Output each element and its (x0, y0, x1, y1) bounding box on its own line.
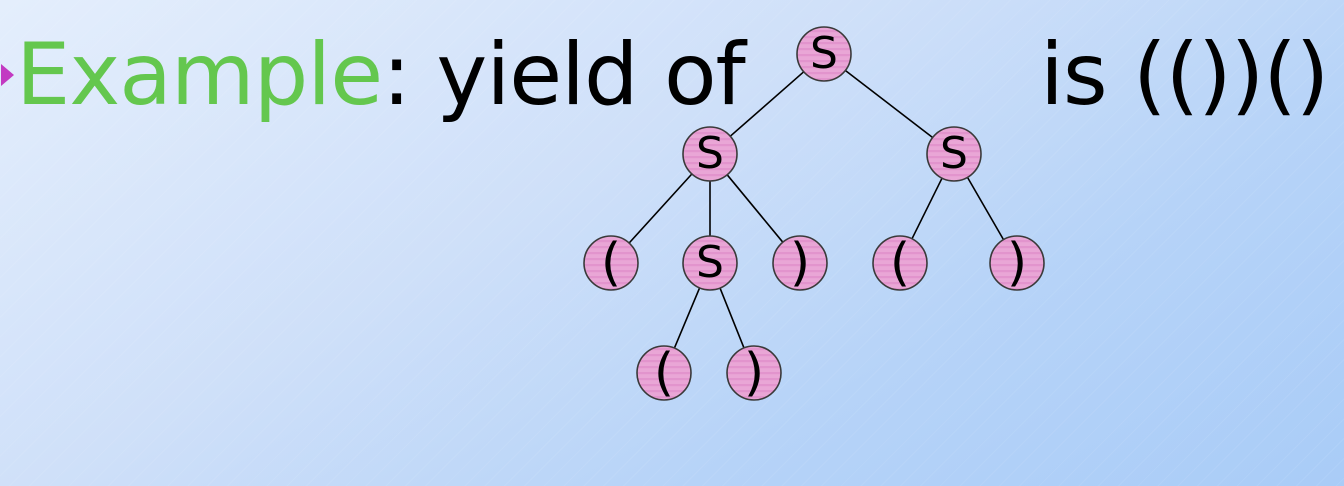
tree-node-left-inner: S (682, 235, 738, 291)
tree-node-label: S (940, 128, 968, 179)
tree-node-right: S (926, 126, 982, 182)
tree-node-circle (726, 345, 782, 401)
tree-node-label: ) (744, 343, 764, 403)
tree-node-label: S (696, 128, 724, 179)
tree-node-circle (872, 235, 928, 291)
tree-edge-root-left (729, 71, 805, 137)
tree-edge-left_inner-inner_open (673, 287, 701, 349)
tree-node-label: ) (1007, 233, 1027, 293)
tree-node-circle (926, 126, 982, 182)
tree-node-circle (583, 235, 639, 291)
tree-node-circle (772, 235, 828, 291)
bullet-arrow-icon (1, 64, 14, 86)
tree-node-circle (682, 126, 738, 182)
tree-node-label: ( (890, 233, 910, 293)
tree-node-circle (682, 235, 738, 291)
tree-node-circle (989, 235, 1045, 291)
tree-node-circle (636, 345, 692, 401)
tree-edge-left_inner-inner_close (719, 287, 745, 349)
tree-edge-root-right (844, 69, 934, 139)
tree-edge-left-left_open (628, 173, 693, 244)
lead-text: Example: yield of (16, 20, 746, 130)
tree-edges (628, 69, 1005, 349)
tree-node-inner-open: ( (636, 343, 692, 403)
tree-node-label: ( (601, 233, 621, 293)
tree-node-right-open: ( (872, 233, 928, 293)
tree-node-inner-close: ) (726, 343, 782, 403)
tree-node-root: S (796, 26, 852, 82)
result-text: is (())() (1040, 25, 1329, 125)
tree-edge-left-left_close (726, 174, 784, 243)
tree-nodes: S S S ( S) () () (583, 26, 1045, 403)
tree-node-left-open: ( (583, 233, 639, 293)
tree-node-left-close: ) (772, 233, 828, 293)
example-keyword: Example (16, 25, 383, 125)
tree-node-left: S (682, 126, 738, 182)
yield-of-text: : yield of (382, 25, 746, 125)
tree-node-label: S (810, 28, 838, 79)
tree-edge-right-right_close (966, 176, 1005, 241)
tree-edge-right-right_open (911, 177, 943, 240)
tree-node-right-close: ) (989, 233, 1045, 293)
tree-node-label: ( (654, 343, 674, 403)
tree-node-label: S (696, 237, 724, 288)
tree-node-circle (796, 26, 852, 82)
tree-node-label: ) (790, 233, 810, 293)
